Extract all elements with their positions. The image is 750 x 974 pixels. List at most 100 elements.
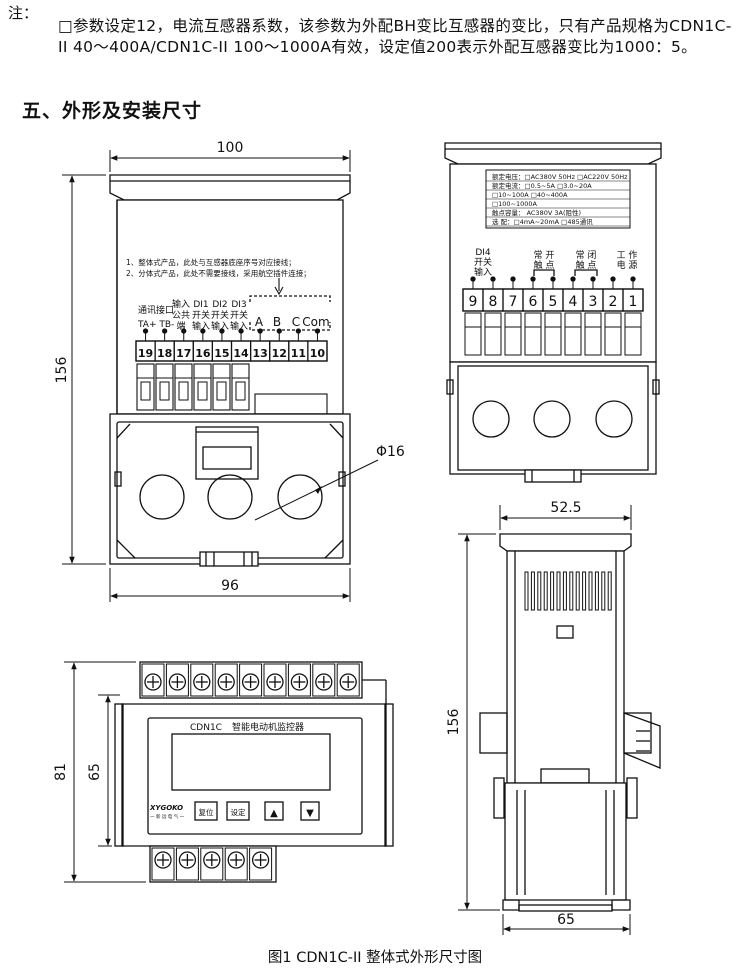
front-screw-block — [155, 363, 174, 411]
rear-screw-block — [624, 312, 642, 356]
front-lead-dot — [295, 328, 302, 334]
side-dimensions — [458, 505, 632, 935]
front-lead-dot — [219, 328, 225, 334]
rear-terminal-number: 7 — [509, 294, 518, 310]
dim-hole: Φ16 — [376, 444, 405, 460]
vent-slot — [562, 571, 567, 611]
rear-lead-dot — [470, 276, 476, 282]
vent-slot — [601, 571, 606, 611]
screw-head — [168, 673, 187, 691]
label-di2-2: 开关 — [211, 309, 229, 321]
label-common-2: 公共 — [172, 310, 190, 321]
label-di1-1: DI1 — [193, 300, 208, 310]
rear-lead-dot — [610, 276, 616, 282]
panel-brand-sub: 一 新 远 电 气 一 — [150, 813, 185, 820]
front-screw-slot — [197, 381, 208, 401]
vent-slot — [594, 571, 599, 611]
label-di3-2: 开关 — [230, 309, 248, 321]
vent-slot — [569, 571, 574, 611]
label-no-1: 常 开 — [534, 249, 555, 261]
vent-slots — [524, 571, 612, 611]
panel-bottom-terminal — [200, 847, 224, 881]
front-screw-slot — [140, 381, 151, 401]
vent-slot — [582, 571, 587, 611]
rear-lead-dot — [630, 276, 636, 282]
front-terminal-number: 10 — [310, 347, 326, 360]
screw-head — [203, 851, 221, 869]
rear-screw-block — [524, 312, 542, 356]
rear-terminal-number: 3 — [589, 294, 598, 310]
dim-side-height: 156 — [446, 709, 462, 736]
name-plate: 额定电压：□AC380V 50Hz □AC220V 50Hz额定电流：□0.5~… — [486, 172, 630, 227]
label-common-1: 输入 — [172, 298, 190, 310]
front-lead-dot — [257, 328, 263, 334]
screw-head — [144, 673, 162, 691]
rear-terminal-number: 9 — [469, 294, 478, 310]
dim-side-base: 65 — [557, 912, 575, 928]
label-di4-2: 开关 — [474, 256, 492, 268]
label-nc-2: 触 点 — [576, 259, 597, 271]
label-c: C — [292, 315, 300, 329]
dim-panel-outer: 81 — [53, 763, 69, 781]
front-lead-dot — [161, 328, 168, 334]
front-lead-dot — [200, 328, 206, 334]
section-title: 五、外形及安装尺寸 — [22, 100, 203, 122]
panel-bottom-screws — [151, 847, 273, 881]
front-terminal-number: 13 — [252, 347, 267, 360]
plate-row: 额定电流：□0.5~5A □3.0~20A — [492, 181, 592, 190]
rear-screw-block — [544, 312, 562, 356]
label-di4-3: 输入 — [474, 266, 492, 278]
figure-caption: 图1 CDN1C-II 整体式外形尺寸图 — [267, 950, 483, 966]
label-di3-3: 输入 — [230, 320, 248, 332]
label-power-1: 工 作 — [617, 249, 638, 261]
note-text: □参数设定12，电流互感器系数，该参数为外配BH变比互感器的变比，只有产品规格为… — [58, 17, 732, 56]
panel-bottom-terminal — [249, 847, 273, 881]
front-dimensions — [62, 150, 351, 602]
screw-head — [266, 673, 284, 691]
rear-terminal-number: 1 — [629, 294, 638, 310]
rear-screw-block — [504, 312, 522, 356]
btn-reset-label: 复位 — [199, 807, 214, 817]
front-screw-block — [174, 363, 193, 411]
label-a: A — [255, 315, 264, 329]
label-com: Com — [302, 315, 329, 329]
front-terminal-number: 15 — [214, 347, 229, 360]
rear-lead-pins — [462, 276, 644, 312]
btn-up-label: ▲ — [270, 808, 278, 819]
front-lead-dot — [314, 328, 321, 334]
label-comm: 通讯接口 — [138, 304, 174, 316]
rear-terminal-number: 8 — [489, 294, 498, 310]
label-nc-1: 常 闭 — [576, 249, 597, 261]
panel-top-terminal — [214, 663, 238, 697]
dim-panel-inner: 65 — [87, 763, 103, 781]
front-note-1: 1、整体式产品，此处与互感器底座序号对应接线； — [126, 257, 296, 267]
front-screw-slot — [235, 381, 246, 401]
panel-bottom-terminal — [224, 847, 248, 881]
rear-lead-dot — [550, 276, 556, 282]
vent-slot — [524, 571, 529, 611]
label-di3-1: DI3 — [231, 300, 246, 310]
panel-top-terminal — [263, 663, 287, 697]
rear-screw-block — [484, 312, 502, 356]
vent-slot — [537, 571, 542, 611]
front-screw-block — [231, 363, 250, 411]
vent-slot — [530, 571, 535, 611]
panel-view — [114, 661, 394, 883]
front-lead-dot — [276, 328, 282, 334]
front-screw-blocks — [136, 363, 328, 415]
dim-side-width: 52.5 — [550, 500, 581, 516]
plate-row: 选 配：□4mA~20mA □485通讯 — [492, 217, 593, 226]
front-terminal-pins — [135, 328, 328, 362]
panel-top-terminal — [190, 663, 214, 697]
plate-row: 触点容量： AC380V 3A(阻性) — [492, 208, 581, 217]
rear-lead-dot — [510, 276, 516, 282]
vent-slot — [607, 571, 612, 611]
front-screw-block — [212, 363, 231, 411]
screw-head — [227, 851, 245, 869]
plate-row: □10~100A □40~400A — [492, 191, 568, 199]
front-terminal-number: 11 — [291, 347, 306, 360]
label-di4-1: DI4 — [475, 248, 491, 258]
rear-lead-dot — [570, 276, 576, 282]
